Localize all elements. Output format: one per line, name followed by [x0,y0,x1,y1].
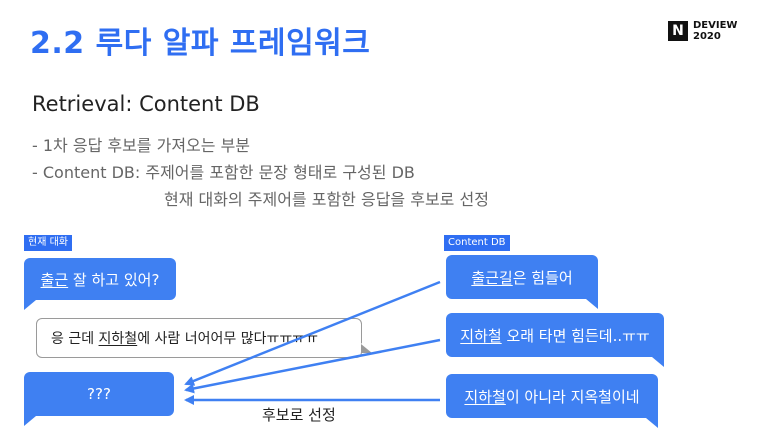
speech-text-rest: 에 사람 너어어무 많다ㅠㅠㅠㅠ [137,331,318,347]
chat-bubble-commute: 출근 잘 하고 있어? [24,258,176,310]
bubble-text: 출근 잘 하고 있어? [41,269,160,290]
logo-text: DEVIEW 2020 [693,20,737,42]
speech-text-start: 응 근데 [51,331,99,347]
bullet-list: - 1차 응답 후보를 가져오는 부분 - Content DB: 주제어를 포… [32,132,489,213]
candidate-text: 지하철 오래 타면 힘든데..ㅠㅠ [460,325,649,346]
candidate-keyword: 출근길 [471,268,513,287]
candidate-bubble-1: 출근길은 힘들어 [446,255,598,309]
candidate-text-rest: 은 힘들어 [512,268,573,287]
arrow-line [184,338,441,394]
naver-logo-mark: N [668,21,688,41]
bullet-item: - 1차 응답 후보를 가져오는 부분 [32,136,251,155]
candidate-keyword: 지하철 [460,326,502,345]
bullet-item: - Content DB: 주제어를 포함한 문장 형태로 구성된 DB [32,163,415,182]
slide-title: 2.2 루다 알파 프레임워크 [30,26,371,61]
logo-line1: DEVIEW [693,20,738,31]
current-conversation-tag: 현재 대화 [24,235,72,251]
candidate-bubble-3: 지하철이 아니라 지옥철이네 [446,374,658,428]
deview-logo: N DEVIEW 2020 [668,20,737,42]
bubble-text-rest: 잘 하고 있어? [68,270,160,289]
section-heading: Retrieval: Content DB [32,92,260,116]
content-db-tag: Content DB [444,235,510,251]
placeholder-text: ??? [87,385,111,403]
bullet-item: 현재 대화의 주제어를 포함한 응답을 후보로 선정 [164,190,489,209]
user-speech-bubble: 응 근데 지하철에 사람 너어어무 많다ㅠㅠㅠㅠ [36,318,371,358]
keyword-commute: 출근 [40,270,69,289]
candidate-keyword: 지하철 [464,387,506,406]
candidate-text: 출근길은 힘들어 [471,267,572,288]
arrow-caption: 후보로 선정 [262,406,336,424]
logo-line2: 2020 [693,31,721,42]
speech-text: 응 근데 지하철에 사람 너어어무 많다ㅠㅠㅠㅠ [51,328,318,348]
candidate-text-rest: 이 아니라 지옥철이네 [505,387,640,406]
arrow-line [184,280,441,386]
keyword-subway: 지하철 [98,331,138,347]
candidate-text: 지하철이 아니라 지옥철이네 [464,386,639,407]
response-placeholder-bubble: ??? [24,372,174,426]
candidate-bubble-2: 지하철 오래 타면 힘든데..ㅠㅠ [446,313,664,367]
candidate-text-rest: 오래 타면 힘든데..ㅠㅠ [501,326,650,345]
speech-bubble-tail [361,344,372,353]
